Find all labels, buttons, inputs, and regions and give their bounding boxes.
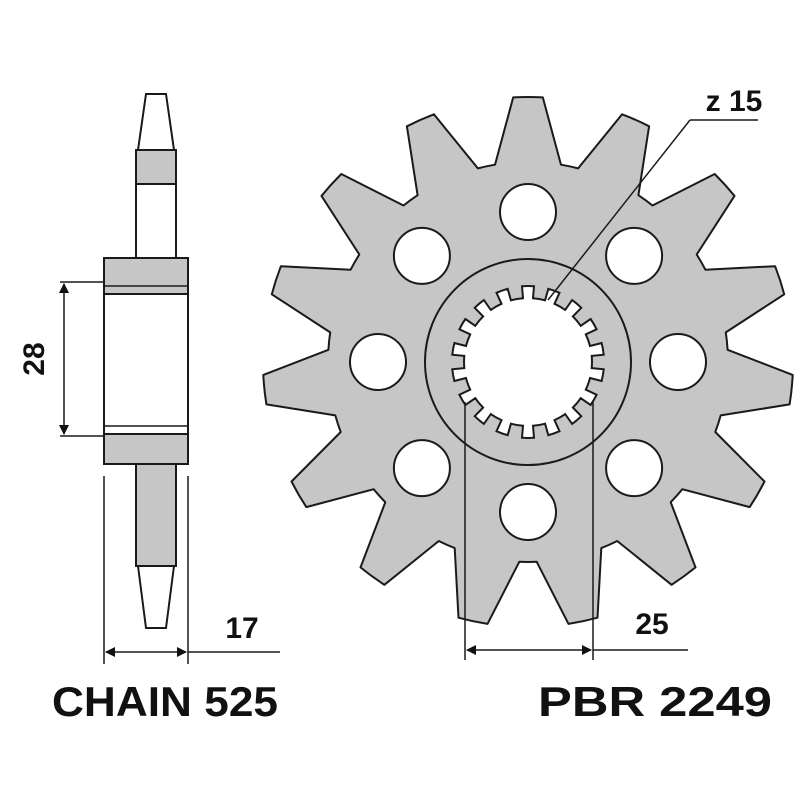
lightening-holes bbox=[349, 183, 707, 541]
splined-bore bbox=[451, 284, 605, 440]
lightening-hole bbox=[499, 183, 557, 241]
dimension-tooth-width: 17 bbox=[103, 476, 280, 664]
lightening-hole bbox=[392, 226, 451, 285]
chain-label: CHAIN 525 bbox=[52, 678, 278, 725]
hub-ring bbox=[424, 258, 632, 466]
lightening-hole bbox=[605, 226, 664, 285]
sprocket-side-profile bbox=[103, 93, 189, 629]
sprocket-front-view bbox=[262, 95, 794, 625]
side-profile-upper-band bbox=[135, 149, 177, 185]
lightening-hole bbox=[605, 439, 664, 498]
dimension-hub-width: 28 bbox=[18, 281, 104, 437]
lightening-hole bbox=[349, 333, 407, 391]
side-profile-lower-neck bbox=[135, 463, 177, 567]
dimension-25-label: 25 bbox=[635, 608, 668, 641]
dimension-spline-diameter: 25 bbox=[464, 402, 688, 660]
lightening-hole bbox=[499, 483, 557, 541]
tooth-count-callout: z 15 bbox=[547, 85, 763, 301]
side-profile-hub-face bbox=[103, 293, 189, 435]
lightening-hole bbox=[649, 333, 707, 391]
part-number-label: PBR 2249 bbox=[538, 678, 772, 725]
dimension-28-label: 28 bbox=[18, 342, 51, 375]
dimension-17-label: 17 bbox=[225, 612, 258, 645]
side-profile-lower-tooth bbox=[136, 565, 176, 629]
side-profile-upper-tooth bbox=[136, 93, 176, 151]
tooth-count-label: z 15 bbox=[706, 85, 763, 118]
side-profile-upper-neck bbox=[135, 183, 177, 259]
lightening-hole bbox=[392, 439, 451, 498]
